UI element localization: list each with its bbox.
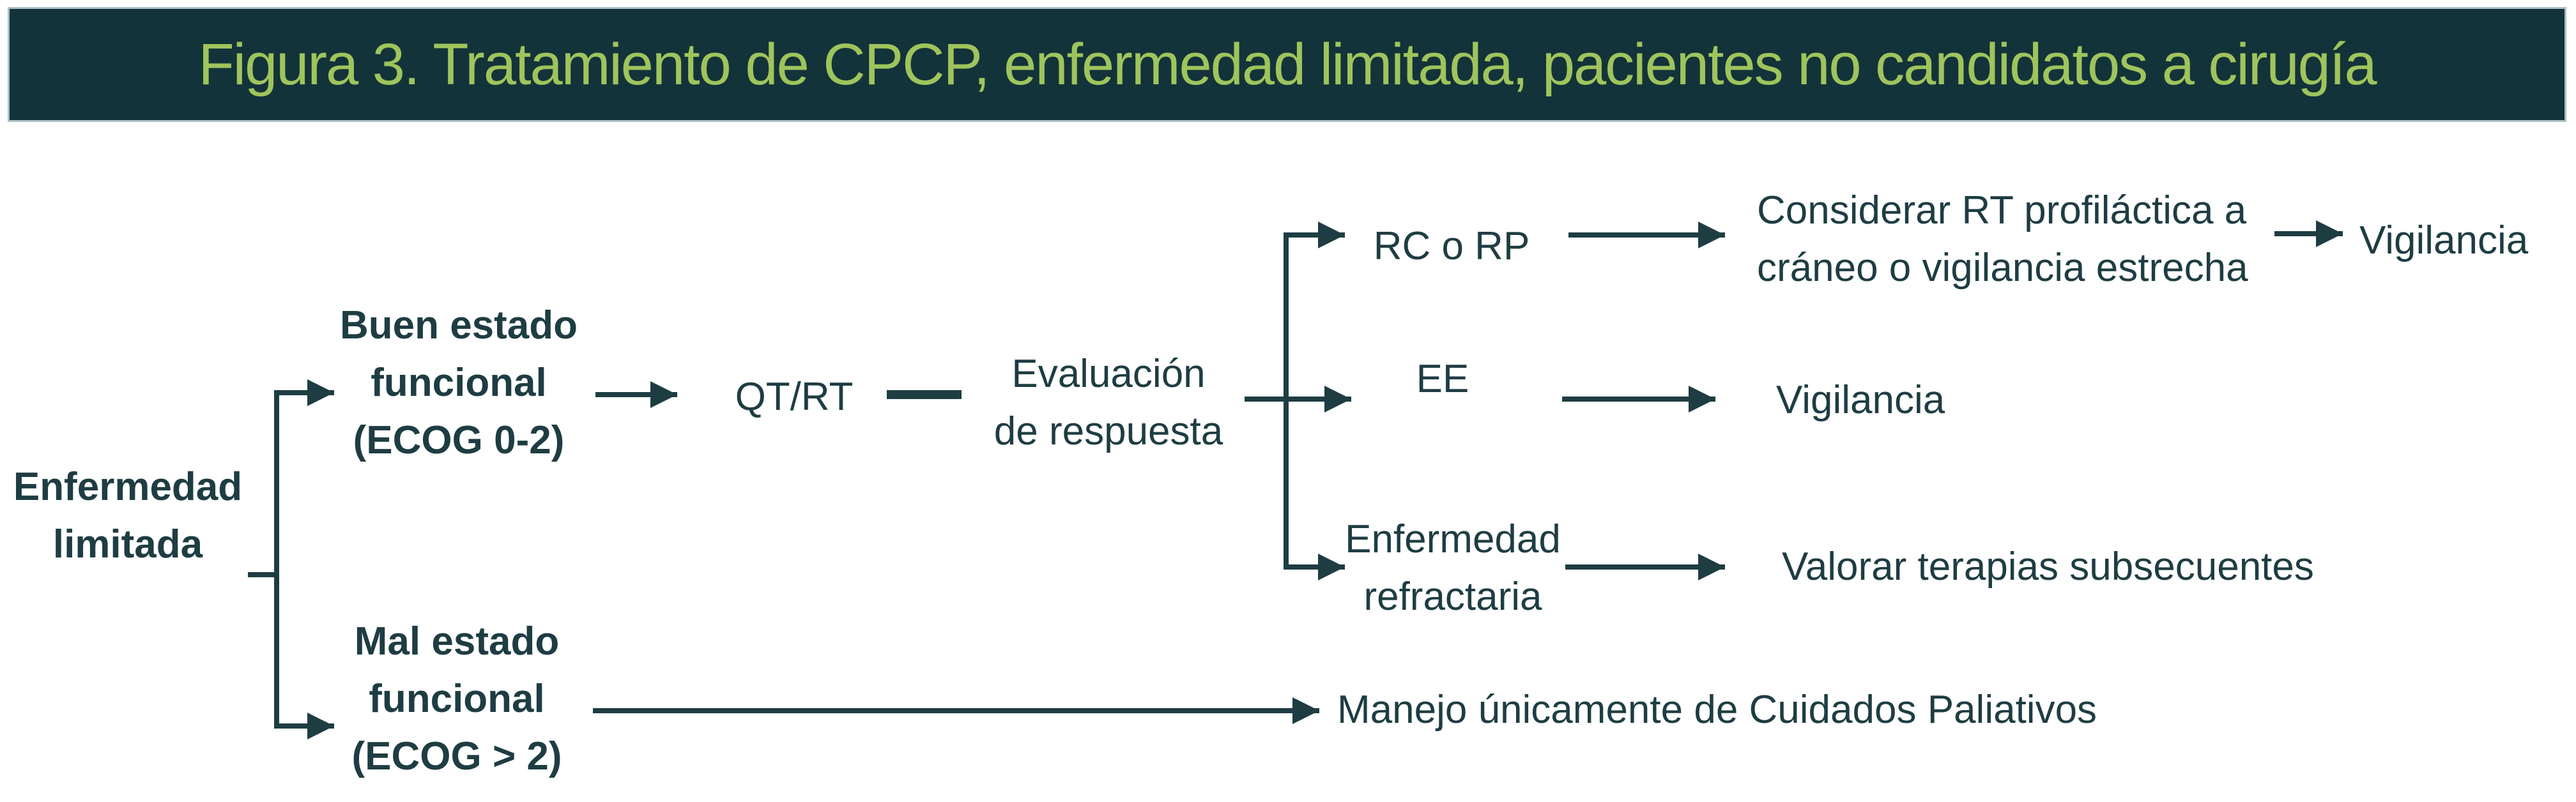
node-vigilancia-media: Vigilancia (1776, 378, 1945, 422)
node-vigilancia-superior: Vigilancia (2359, 218, 2529, 262)
node-rc-o-rp: RC o RP (1373, 224, 1530, 268)
node-mal-estado-funcional: Mal estado funcional (ECOG > 2) (351, 619, 562, 778)
figure-title-bar: Figura 3. Tratamiento de CPCP, enfermeda… (8, 7, 2566, 122)
node-buen-estado-funcional: Buen estado funcional (ECOG 0-2) (339, 303, 578, 462)
node-manejo-cuidados-paliativos: Manejo únicamente de Cuidados Paliativos (1337, 688, 2097, 732)
node-enfermedad-limitada: Enfermedad limitada (13, 465, 243, 566)
node-enfermedad-refractaria: Enfermedad refractaria (1345, 517, 1561, 619)
node-qt-rt: QT/RT (735, 375, 854, 419)
node-considerar-rt-profilactica: Considerar RT profiláctica a cráneo o vi… (1757, 188, 2248, 290)
node-evaluacion-de-respuesta: Evaluación de respuesta (993, 352, 1223, 453)
figure-title: Figura 3. Tratamiento de CPCP, enfermeda… (198, 31, 2377, 97)
node-valorar-terapias: Valorar terapias subsecuentes (1782, 545, 2314, 589)
node-ee: EE (1416, 357, 1469, 401)
